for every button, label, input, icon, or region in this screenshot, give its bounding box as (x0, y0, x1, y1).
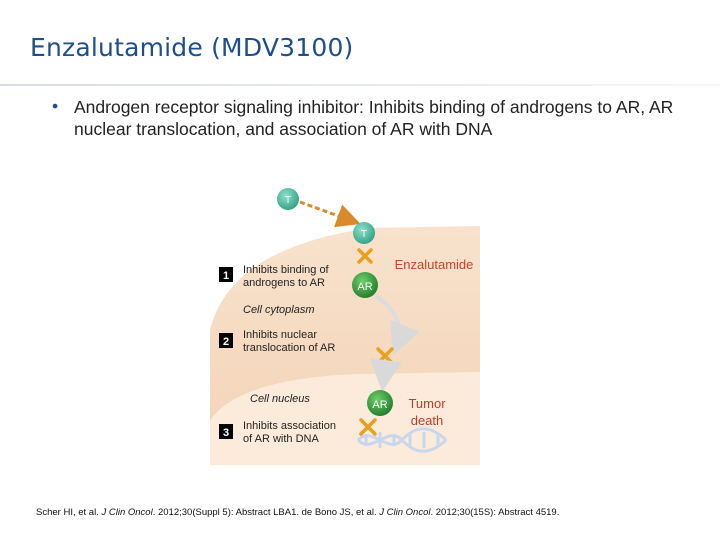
bullet-text: Androgen receptor signaling inhibitor: I… (74, 97, 674, 139)
step-3-line2: of AR with DNA (243, 433, 319, 445)
reference-journal-2: J Clin Oncol (379, 507, 431, 518)
androgen-receptor-nucleus-label: AR (372, 399, 387, 411)
step-2-marker (219, 333, 233, 348)
outcome-line1: Tumor (408, 396, 446, 411)
step-2-line2: translocation of AR (243, 342, 335, 354)
testosterone-entry-arrow (299, 200, 361, 228)
step-1-marker (219, 267, 233, 282)
androgen-receptor-cytoplasm-label: AR (357, 281, 372, 293)
outcome-line2: death (411, 413, 444, 428)
testosterone-outside-label: T (285, 195, 291, 206)
inhibit-binding-x-icon (357, 248, 373, 264)
step-1-line1: Inhibits binding of (243, 264, 330, 276)
reference-part-1: Scher HI, et al. (36, 507, 102, 518)
nuclear-entry-arrow (370, 358, 402, 392)
reference-part-2: . 2012;30(Suppl 5): Abstract LBA1. de Bo… (152, 507, 380, 518)
step-3-number: 3 (223, 427, 229, 439)
inhibit-dna-association-x-icon (359, 418, 377, 436)
reference-journal-1: J Clin Oncol (101, 507, 153, 518)
translocation-arrow (374, 294, 420, 356)
step-1-number: 1 (223, 270, 229, 282)
step-3-marker (219, 424, 233, 439)
reference-part-3: . 2012;30(15S): Abstract 4519. (430, 507, 560, 518)
androgen-receptor-cytoplasm (352, 272, 378, 298)
cell-nucleus (210, 372, 480, 465)
testosterone-inside-label: T (361, 229, 367, 240)
step-1-line2: androgens to AR (243, 277, 325, 289)
cytoplasm-label: Cell cytoplasm (243, 304, 315, 316)
step-3-line1: Inhibits association (243, 420, 336, 432)
title-divider (0, 84, 720, 86)
step-2-line1: Inhibits nuclear (243, 329, 317, 341)
testosterone-outside (277, 188, 299, 210)
step-2-number: 2 (223, 336, 229, 348)
nucleus-label: Cell nucleus (250, 393, 310, 405)
slide-title: Enzalutamide (MDV3100) (30, 33, 354, 62)
testosterone-inside (353, 222, 375, 244)
dna-helix-icon (356, 427, 448, 453)
drug-label: Enzalutamide (395, 257, 474, 272)
androgen-receptor-nucleus (367, 390, 393, 416)
bullet-marker: • (52, 96, 59, 116)
reference-citation: Scher HI, et al. J Clin Oncol. 2012;30(S… (36, 507, 559, 518)
